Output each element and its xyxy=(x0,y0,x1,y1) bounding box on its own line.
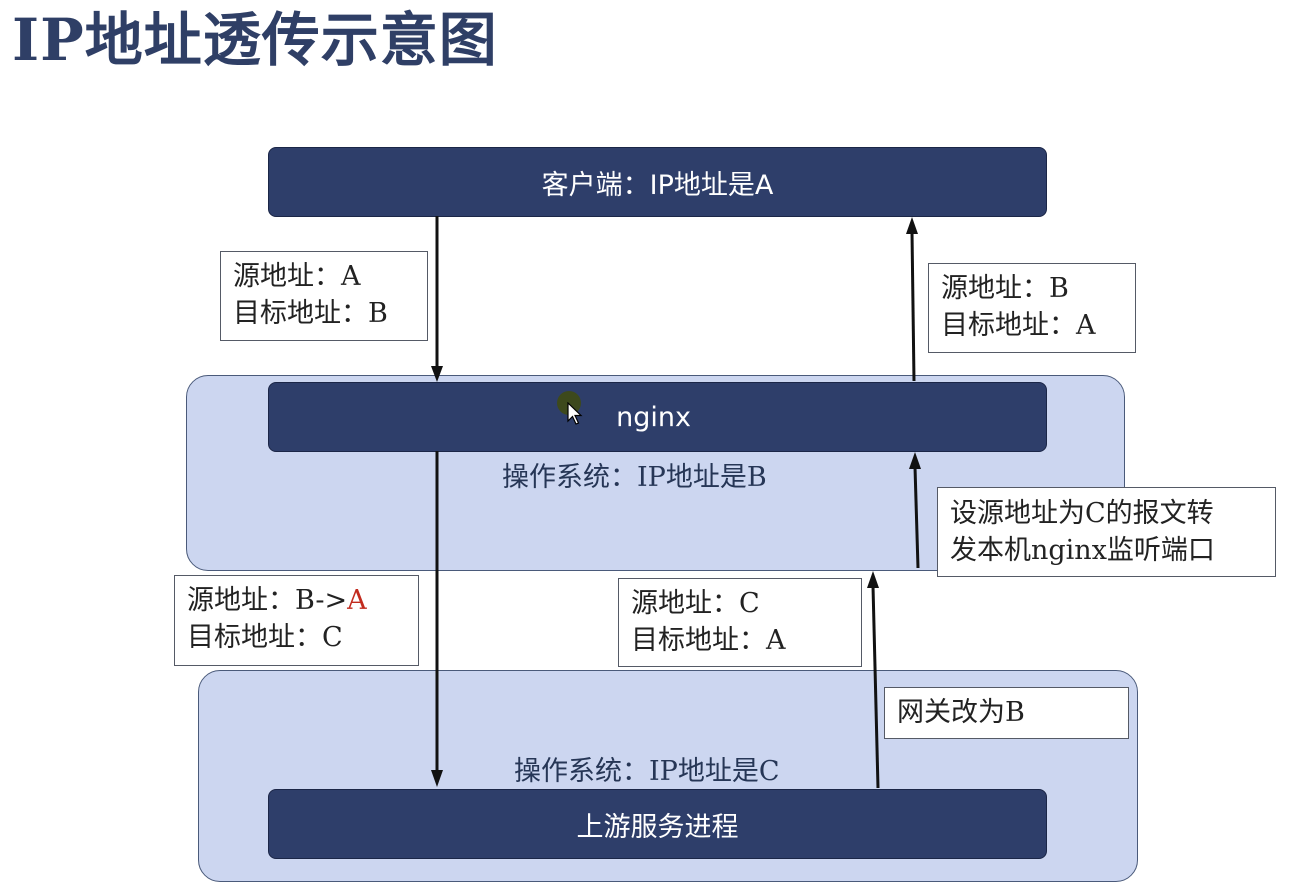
client-bar: 客户端：IP地址是A xyxy=(268,147,1047,217)
client-label: 客户端：IP地址是A xyxy=(541,169,774,201)
arrowhead-nginx-to-client xyxy=(906,217,918,234)
note-src-address: 源地址：C xyxy=(631,588,760,619)
upstream-bar: 上游服务进程 xyxy=(268,789,1047,859)
upstream-label: 上游服务进程 xyxy=(576,811,739,843)
arrow-os-to-nginx-process xyxy=(913,466,920,569)
arrowhead-os-to-nginx-process xyxy=(909,452,921,469)
note-nginx-to-client: 源地址：B 目标地址：A xyxy=(928,263,1136,353)
arrow-nginx-to-client xyxy=(910,231,916,382)
gateway-text: 网关改为B xyxy=(897,697,1025,728)
page-title: IP地址透传示意图 xyxy=(12,6,498,74)
arrowhead-nginx-to-upstream xyxy=(431,770,443,787)
arrowhead-client-to-nginx xyxy=(431,366,443,382)
note-src-address: 源地址：B xyxy=(941,273,1069,304)
note-nginx-to-upstream: 源地址：B->A 目标地址：C xyxy=(174,575,419,666)
note-src-address: 源地址：B->A xyxy=(187,582,406,619)
note-client-to-nginx: 源地址：A 目标地址：B xyxy=(220,251,428,341)
note-dst-address: 目标地址：C xyxy=(187,622,343,653)
src-prefix: 源地址：B-> xyxy=(187,585,348,616)
note-dst-address: 目标地址：B xyxy=(233,298,388,329)
upstream-os-label: 操作系统：IP地址是C xyxy=(514,756,780,787)
arrowhead-upstream-to-nginx xyxy=(867,571,879,588)
forward-rule-line-1: 设源地址为C的报文转 xyxy=(950,498,1214,529)
note-forward-rule: 设源地址为C的报文转 发本机nginx监听端口 xyxy=(937,487,1276,577)
arrow-upstream-to-nginx xyxy=(871,585,880,789)
src-highlight: A xyxy=(347,585,367,616)
mouse-pointer-icon xyxy=(567,402,583,425)
nginx-label: nginx xyxy=(616,401,691,433)
nginx-os-label: 操作系统：IP地址是B xyxy=(502,462,767,493)
nginx-bar: nginx xyxy=(268,382,1047,452)
note-upstream-to-nginx: 源地址：C 目标地址：A xyxy=(618,578,862,667)
note-gateway: 网关改为B xyxy=(884,687,1129,739)
forward-rule-line-2: 发本机nginx监听端口 xyxy=(950,535,1215,566)
note-dst-address: 目标地址：A xyxy=(941,310,1096,341)
note-dst-address: 目标地址：A xyxy=(631,625,786,656)
note-src-address: 源地址：A xyxy=(233,261,361,292)
